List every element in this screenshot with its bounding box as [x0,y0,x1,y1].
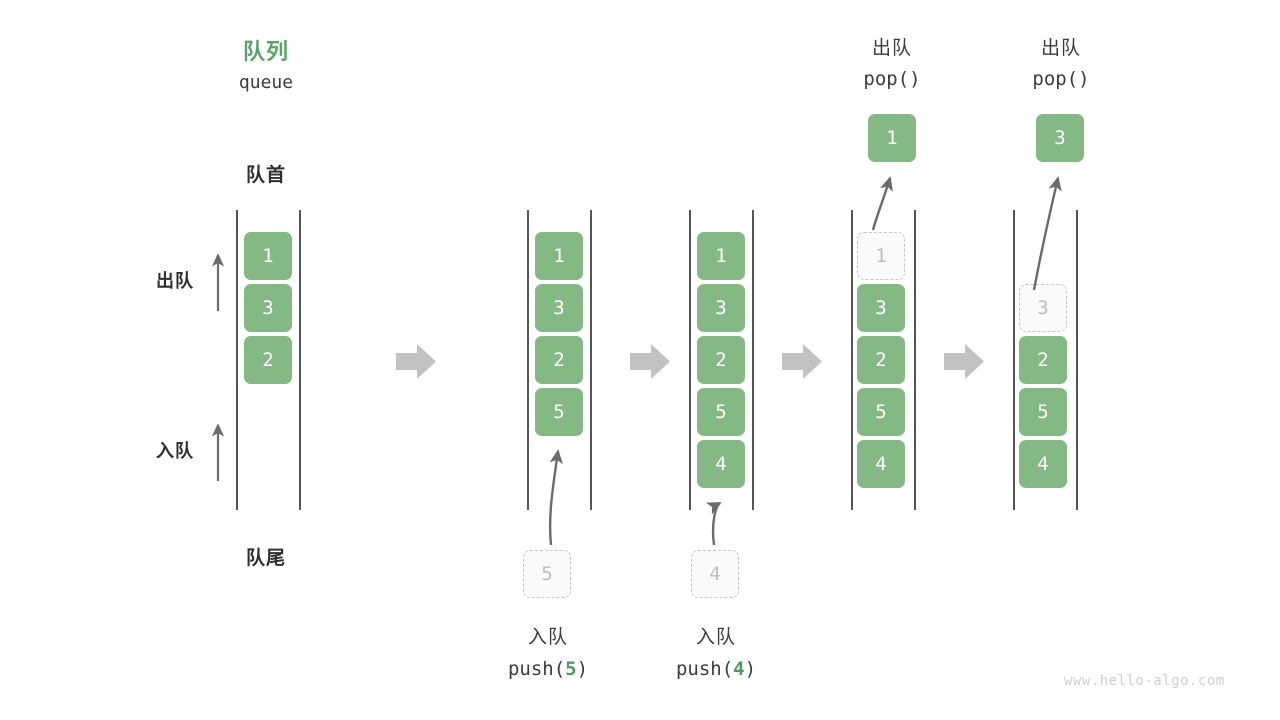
queue-cell-new: 5 [535,388,583,436]
queue-cell: 3 [244,284,292,332]
pop-code-suffix: ) [909,68,921,90]
pop-caption-code: pop() [812,68,972,90]
enqueue-axis-label: 入队 [156,441,194,461]
queue-rail-left [851,210,853,510]
incoming-ghost-cell: 5 [523,550,571,598]
push-code-prefix: push( [507,658,566,680]
push-code-prefix: push( [675,658,734,680]
dequeue-axis-label: 出队 [156,271,194,291]
queue-rail-right [752,210,754,510]
step-arrow-4 [944,344,984,379]
pop-code-suffix: ) [1078,68,1090,90]
popped-cell: 1 [868,114,916,162]
outgoing-ghost-cell: 3 [1019,284,1067,332]
pop-3-arrow [1032,176,1062,291]
step-arrow-1 [396,344,436,379]
popped-cell: 3 [1036,114,1084,162]
queue-cell: 5 [857,388,905,436]
step-arrow-2 [630,344,670,379]
push-code-suffix: ) [576,658,589,680]
queue-rail-right [914,210,916,510]
queue-cell: 4 [1019,440,1067,488]
push-code-arg: 4 [733,658,745,680]
diagram-title-en: queue [238,72,294,93]
incoming-ghost-cell: 4 [691,550,739,598]
pop-caption-cn: 出队 [871,38,912,59]
pop-caption-code: pop() [981,68,1141,90]
queue-cell: 3 [857,284,905,332]
outgoing-ghost-cell: 1 [857,232,905,280]
queue-cell: 1 [697,232,745,280]
push-caption-code: push(4) [636,658,796,680]
queue-cell: 3 [697,284,745,332]
push-caption-cn: 入队 [695,627,736,648]
queue-rail-left [527,210,529,510]
push-caption-code: push(5) [468,658,628,680]
queue-cell: 5 [697,388,745,436]
queue-rail-right [590,210,592,510]
queue-cell: 2 [697,336,745,384]
queue-rail-left [1013,210,1015,510]
queue-cell: 2 [857,336,905,384]
queue-cell: 5 [1019,388,1067,436]
push-code-arg: 5 [565,658,577,680]
front-label: 队首 [245,165,286,186]
queue-cell-new: 4 [697,440,745,488]
queue-cell: 3 [535,284,583,332]
pop-caption-cn: 出队 [1040,38,1081,59]
push-5-arrow [548,449,563,546]
queue-rail-right [299,210,301,510]
watermark: www.hello-algo.com [1064,673,1225,689]
queue-rail-left [236,210,238,510]
queue-cell: 1 [535,232,583,280]
queue-cell: 1 [244,232,292,280]
rear-label: 队尾 [245,548,286,569]
queue-cell: 2 [1019,336,1067,384]
pop-1-arrow [871,176,893,231]
queue-cell: 4 [857,440,905,488]
push-caption-cn: 入队 [527,627,568,648]
queue-rail-right [1076,210,1078,510]
queue-cell: 2 [535,336,583,384]
diagram-title-cn: 队列 [242,39,289,64]
push-code-suffix: ) [744,658,757,680]
pop-code-prefix: pop( [1032,68,1079,90]
queue-cell: 2 [244,336,292,384]
queue-rail-left [689,210,691,510]
step-arrow-3 [782,344,822,379]
pop-code-prefix: pop( [863,68,910,90]
push-4-arrow [705,501,722,546]
